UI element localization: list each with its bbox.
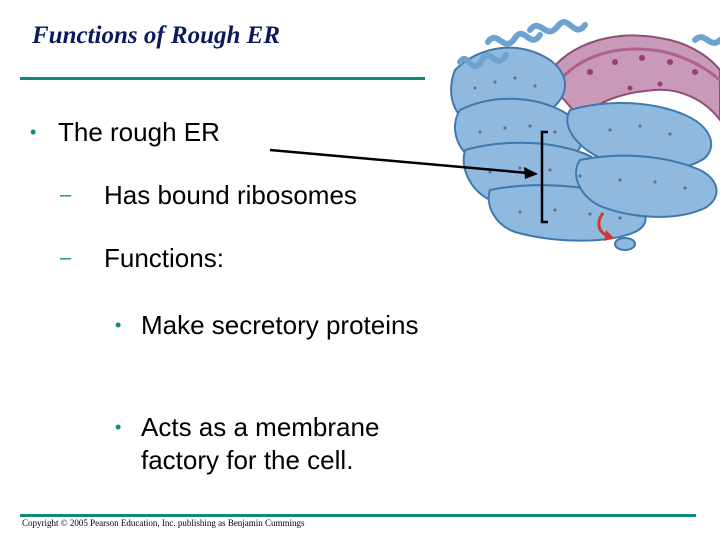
bullet-rough-er-text: The rough ER	[58, 117, 220, 147]
sub-item-ribosomes-text: Has bound ribosomes	[104, 180, 357, 210]
function-membrane-factory: • Acts as a membrane factory for the cel…	[115, 411, 451, 477]
dash-marker: –	[60, 247, 72, 269]
copyright-notice: Copyright © 2005 Pearson Education, Inc.…	[22, 518, 305, 528]
footer-rule	[20, 514, 696, 517]
bullet-marker: •	[115, 315, 122, 335]
red-arrow-head	[604, 230, 614, 241]
bullet-marker: •	[30, 122, 37, 142]
transport-vesicle	[614, 237, 636, 251]
er-tubules	[457, 19, 720, 70]
dash-marker: –	[60, 184, 72, 206]
sub-item-ribosomes: – Has bound ribosomes	[60, 180, 357, 210]
bullet-rough-er: • The rough ER	[30, 117, 220, 147]
nucleus-membrane-line	[558, 47, 720, 82]
slide-title: Functions of Rough ER	[32, 22, 281, 49]
function-secretory-proteins-text: Make secretory proteins	[141, 310, 419, 340]
nuclear-pores	[587, 55, 698, 91]
sub-item-functions: – Functions:	[60, 243, 224, 273]
bullet-marker: •	[115, 417, 122, 437]
rough-er-bracket	[540, 130, 548, 224]
sub-item-functions-text: Functions:	[104, 243, 224, 273]
function-membrane-factory-text: Acts as a membrane factory for the cell.	[141, 412, 380, 475]
function-secretory-proteins: • Make secretory proteins	[115, 309, 451, 342]
rough-er-illustration	[450, 19, 720, 251]
title-underline	[20, 77, 425, 80]
